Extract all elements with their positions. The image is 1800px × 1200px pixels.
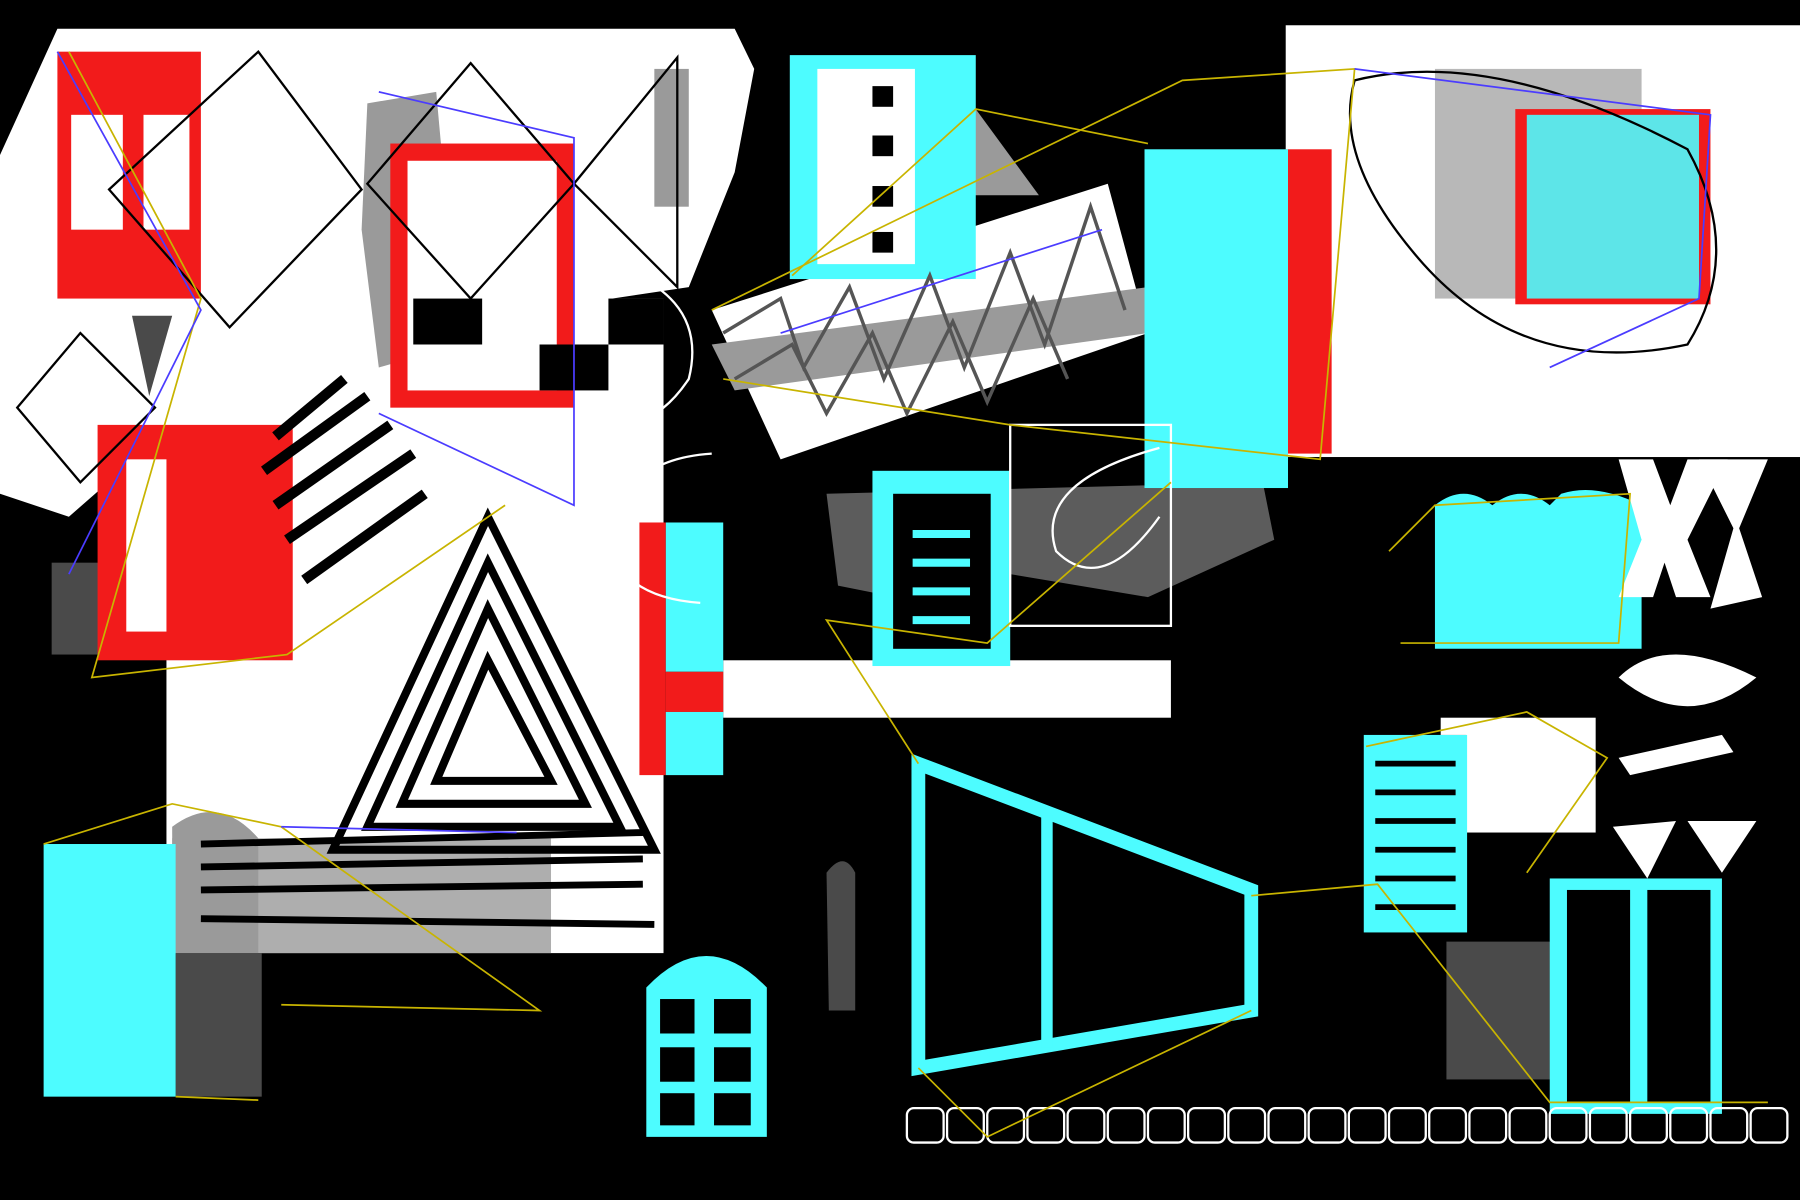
cyan-shutter	[1363, 734, 1468, 933]
grey-band-lower	[172, 838, 552, 954]
cyan-arches	[1434, 489, 1642, 649]
red-frame-inner	[407, 160, 557, 391]
diamond	[572, 54, 679, 290]
diamond	[107, 49, 364, 329]
checkerboard	[413, 298, 724, 776]
stone-outline	[945, 1106, 985, 1144]
check-cyan	[665, 522, 724, 672]
stone-outline	[986, 1106, 1026, 1144]
white-strip-middle	[723, 660, 1171, 718]
check-cyan	[665, 711, 724, 776]
stone-outline	[1267, 1106, 1307, 1144]
blue-lines	[56, 51, 1712, 834]
white-glyphs-right	[1612, 459, 1768, 879]
door-pane	[714, 999, 751, 1034]
cyan-block-left	[43, 844, 176, 1097]
cyan-shapes	[43, 55, 1722, 1137]
striped-diamond	[261, 374, 428, 585]
diamond	[15, 331, 157, 484]
door-pane	[660, 999, 695, 1034]
door-pane	[660, 1093, 695, 1126]
grey-block	[654, 68, 689, 207]
arc-outline	[607, 452, 712, 605]
cyan-window-blue-right	[1526, 114, 1699, 299]
line-diamonds	[15, 49, 679, 484]
zigzag-lines	[722, 201, 1127, 418]
check-black	[608, 298, 664, 345]
small-window-slats	[912, 529, 971, 625]
film-hole	[872, 86, 894, 107]
dark-grey-triangle	[132, 315, 173, 397]
teardrop-outline	[1051, 446, 1161, 569]
arc-outline	[573, 257, 694, 426]
arched-door-panes	[660, 999, 751, 1126]
cyan-tall-window	[1144, 149, 1289, 489]
stone-outline	[1628, 1106, 1668, 1144]
glyph-triangles	[1612, 821, 1757, 879]
glyph-x	[1698, 459, 1768, 609]
check-black	[413, 298, 483, 345]
dark-grey-block	[175, 953, 262, 1097]
glyph-eye	[1618, 654, 1757, 707]
red-window-pane	[143, 114, 190, 230]
outline-frame	[1009, 423, 1173, 627]
ellipse-outline	[1348, 70, 1718, 354]
stone-outline	[1347, 1106, 1387, 1144]
stone-outline	[1307, 1106, 1347, 1144]
film-hole	[872, 231, 894, 253]
red-strip	[639, 522, 666, 776]
stone-outline	[1749, 1106, 1789, 1144]
door-pane	[714, 1047, 751, 1082]
stone-outline	[1146, 1106, 1186, 1144]
red-bar	[1285, 149, 1332, 454]
stone-outline	[1588, 1106, 1628, 1144]
cyan-ladder-inner	[1647, 889, 1711, 1103]
film-hole	[872, 135, 894, 157]
stone-row	[905, 1106, 1789, 1144]
stone-outline	[1709, 1106, 1749, 1144]
white-outlines	[573, 70, 1718, 627]
stone-outline	[1548, 1106, 1588, 1144]
stone-outline	[905, 1106, 945, 1144]
shutter-slats	[1375, 760, 1456, 911]
film-hole	[872, 186, 894, 207]
stone-outline	[1106, 1106, 1146, 1144]
stone-outline	[1669, 1106, 1709, 1144]
horizontal-stripes	[200, 829, 655, 928]
diamond	[365, 61, 576, 301]
door-pane	[660, 1047, 695, 1082]
stone-outline	[1428, 1106, 1468, 1144]
stone-outline	[1387, 1106, 1427, 1144]
check-red	[665, 671, 724, 712]
stone-outline	[1186, 1106, 1227, 1144]
stone-outline	[1066, 1106, 1106, 1144]
red-window-pane	[71, 114, 123, 230]
door-pane	[714, 1093, 751, 1126]
dark-grey-figure	[826, 861, 856, 1011]
stone-outline	[1508, 1106, 1548, 1144]
cyan-small-window-inner	[893, 493, 991, 649]
stone-outline	[1227, 1106, 1267, 1144]
stone-outline	[1468, 1106, 1508, 1144]
glyph-x	[1618, 459, 1728, 598]
striped-triangle	[326, 507, 661, 854]
glyph-bone	[1618, 734, 1734, 776]
cyan-ladder-inner	[1566, 889, 1631, 1103]
film-strip-inner	[817, 68, 915, 265]
